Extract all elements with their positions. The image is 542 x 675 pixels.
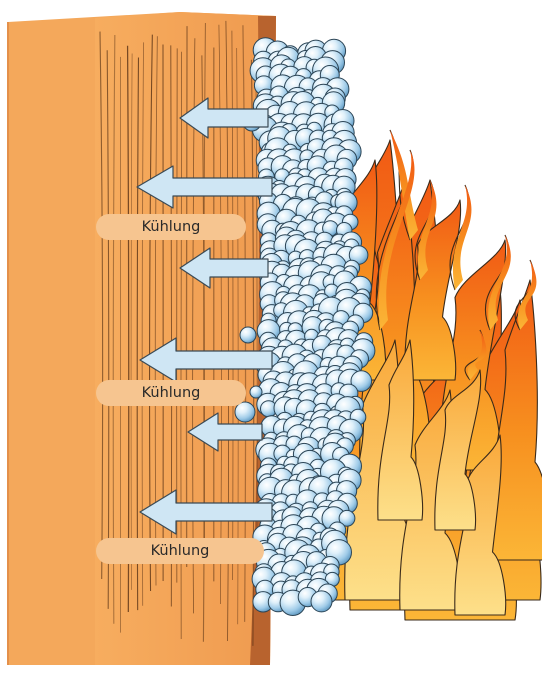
foam-bubble (240, 327, 256, 343)
foam-bubble (250, 386, 262, 398)
cooling-label: Kühlung (96, 380, 246, 406)
cooling-label: Kühlung (96, 214, 246, 240)
foam-bubble (311, 591, 332, 612)
cooling-label: Kühlung (96, 538, 264, 564)
grain-line (186, 26, 187, 567)
